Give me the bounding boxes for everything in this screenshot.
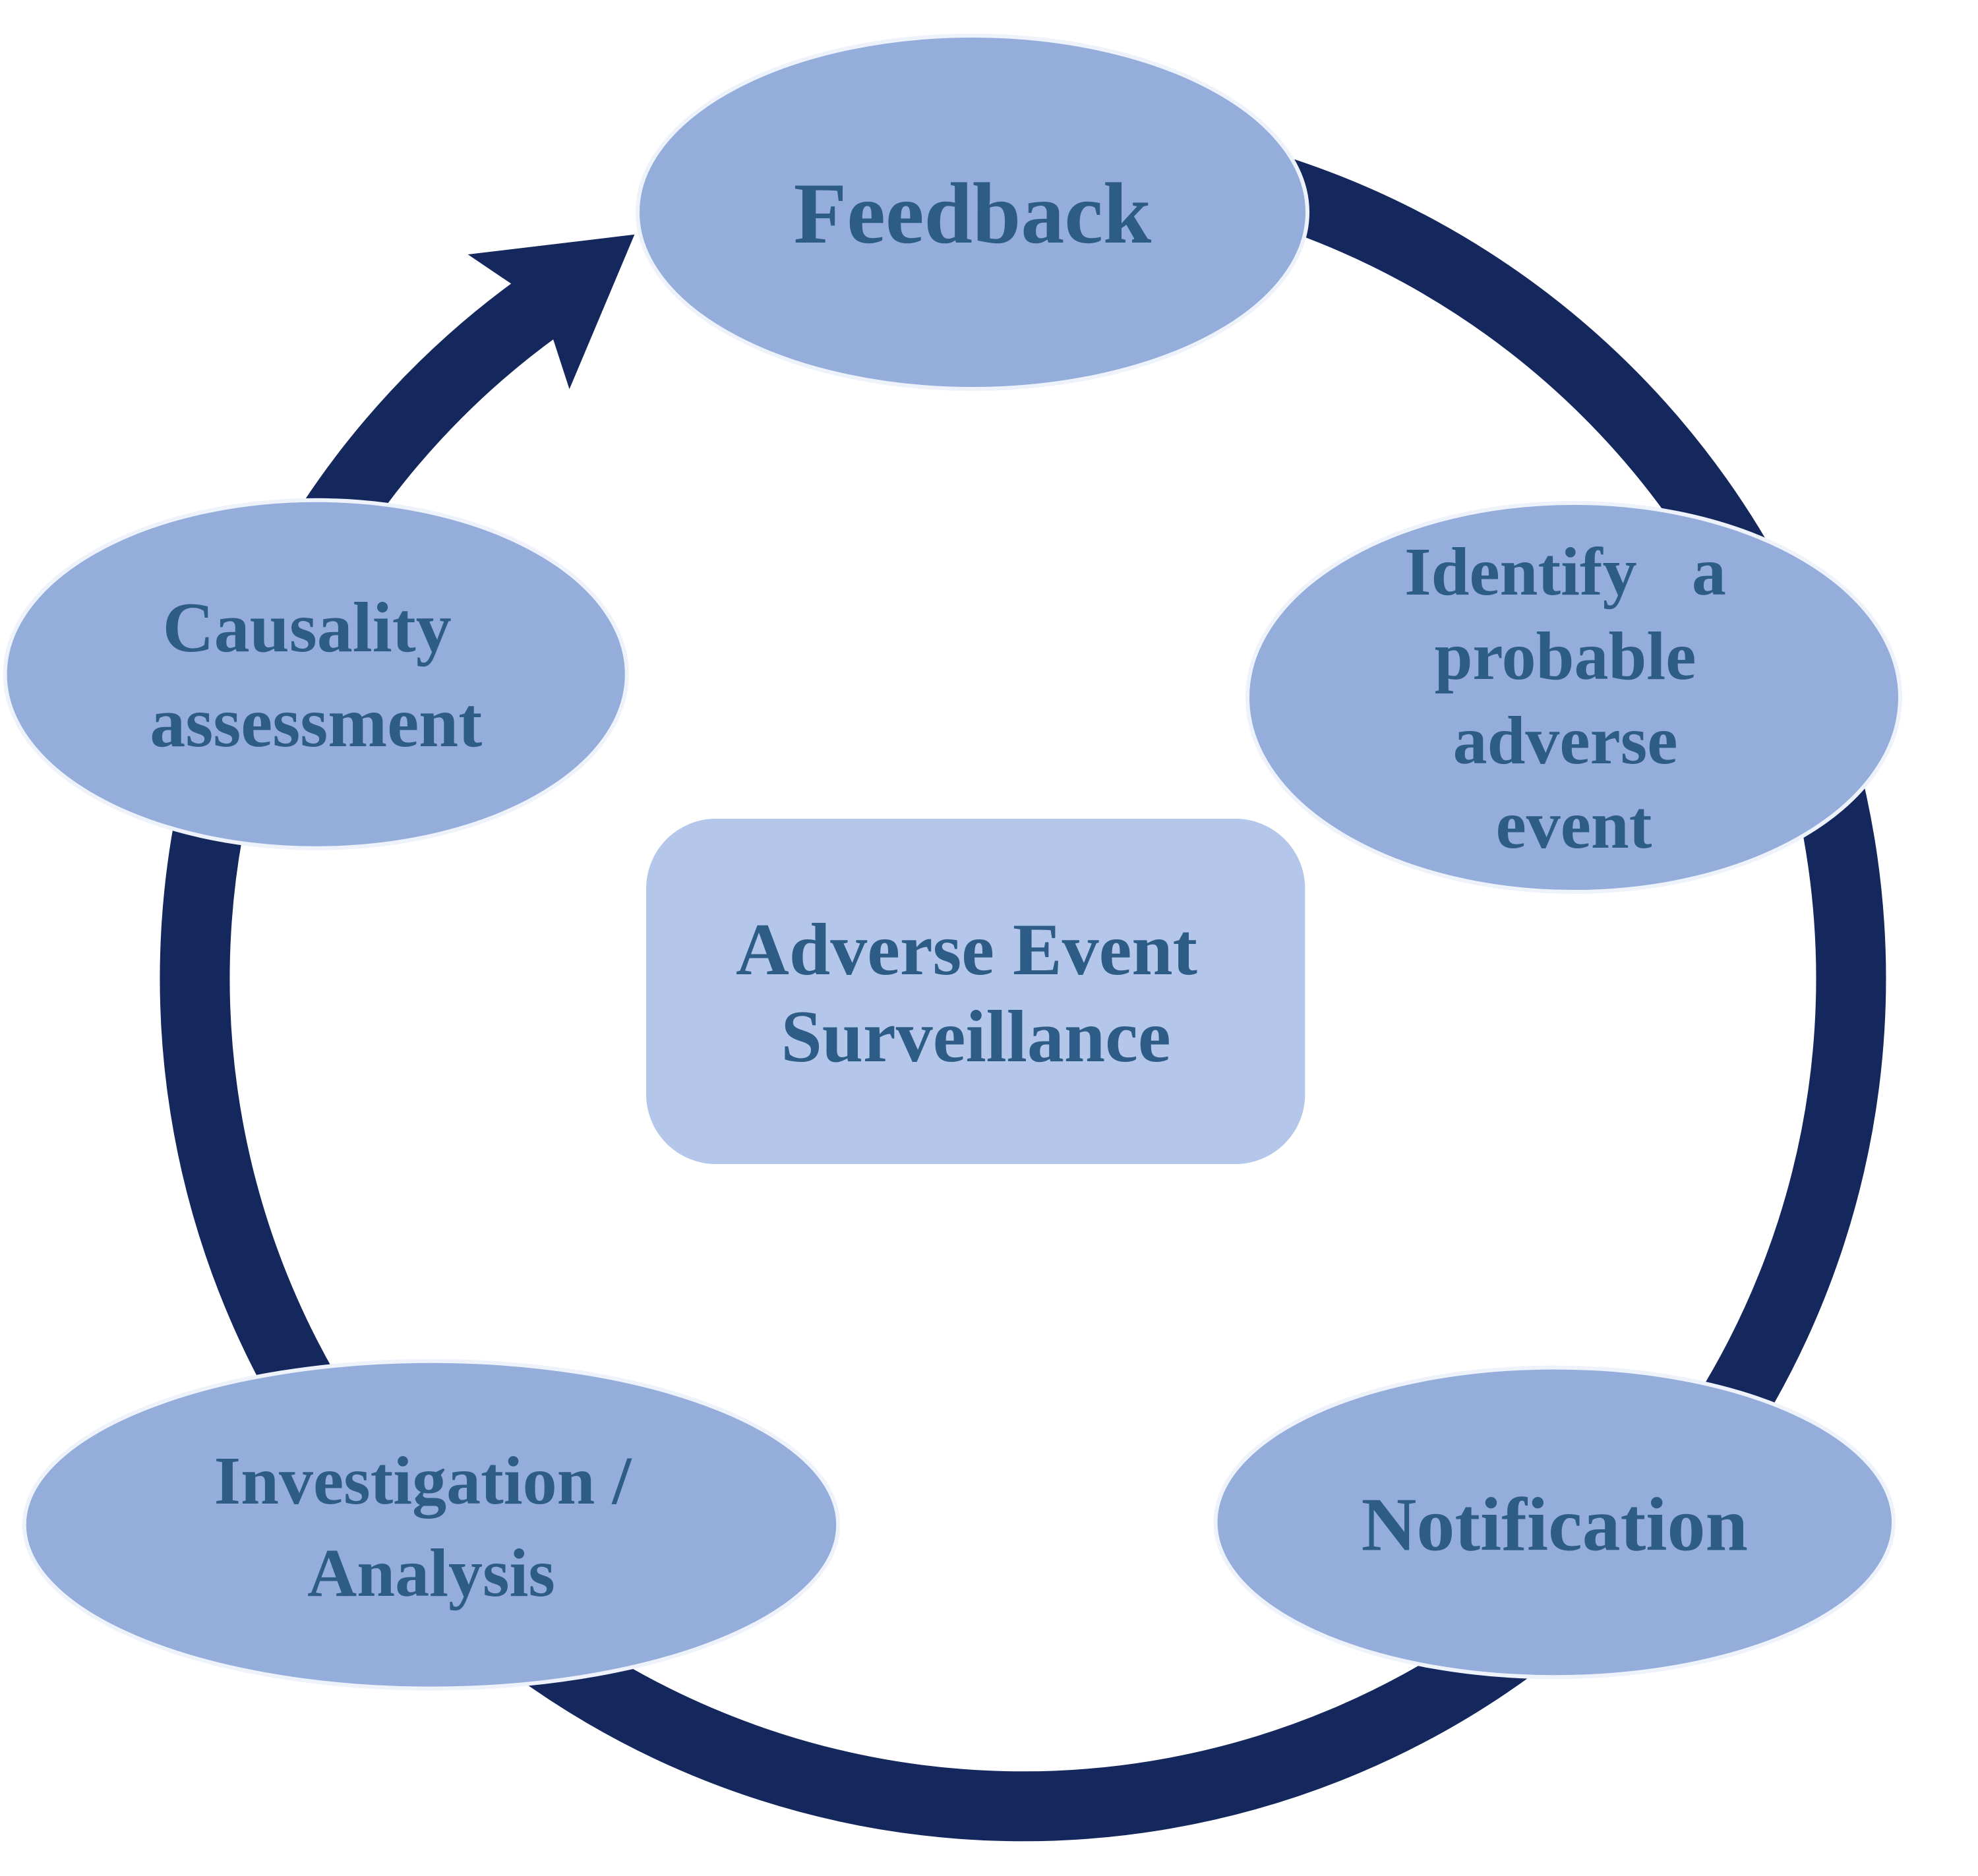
node-label-causality-line-1: assessment xyxy=(150,684,482,762)
node-label-causality-assessment: Causality assessment xyxy=(150,589,482,762)
node-label-identify-line-0: Identify a xyxy=(1404,534,1726,610)
node-label-feedback: Feedback xyxy=(794,165,1152,262)
center-box xyxy=(646,819,1305,1164)
node-label-causality-line-0: Causality xyxy=(163,589,452,667)
center-box-label-line-0: Adverse Event xyxy=(736,909,1197,991)
node-label-feedback-line-0: Feedback xyxy=(794,165,1152,262)
node-label-investigation-line-0: Investigation / xyxy=(214,1443,632,1519)
node-ellipse-notification xyxy=(1213,1365,1896,1680)
node-label-identify-line-2: adverse xyxy=(1453,703,1678,778)
node-ellipse-investigation-analysis xyxy=(22,1359,841,1691)
node-label-identify-adverse-event: Identify a probable adverse event xyxy=(1404,534,1743,863)
node-label-notification-line-0: Notification xyxy=(1362,1482,1748,1567)
node-label-identify-line-3: event xyxy=(1496,787,1652,863)
node-ellipse-identify-adverse-event xyxy=(1245,501,1902,894)
center-box-label-line-1: Surveillance xyxy=(781,996,1170,1078)
node-ellipse-causality-assessment xyxy=(3,498,629,850)
node-label-notification: Notification xyxy=(1362,1482,1748,1567)
center-box-label: Adverse Event Surveillance xyxy=(736,909,1216,1078)
node-ellipse-feedback xyxy=(636,34,1309,391)
node-label-investigation-line-1: Analysis xyxy=(307,1535,555,1611)
node-label-identify-line-1: probable xyxy=(1435,618,1696,694)
node-label-investigation-analysis: Investigation / Analysis xyxy=(214,1443,649,1611)
cycle-arrowhead xyxy=(467,234,635,390)
